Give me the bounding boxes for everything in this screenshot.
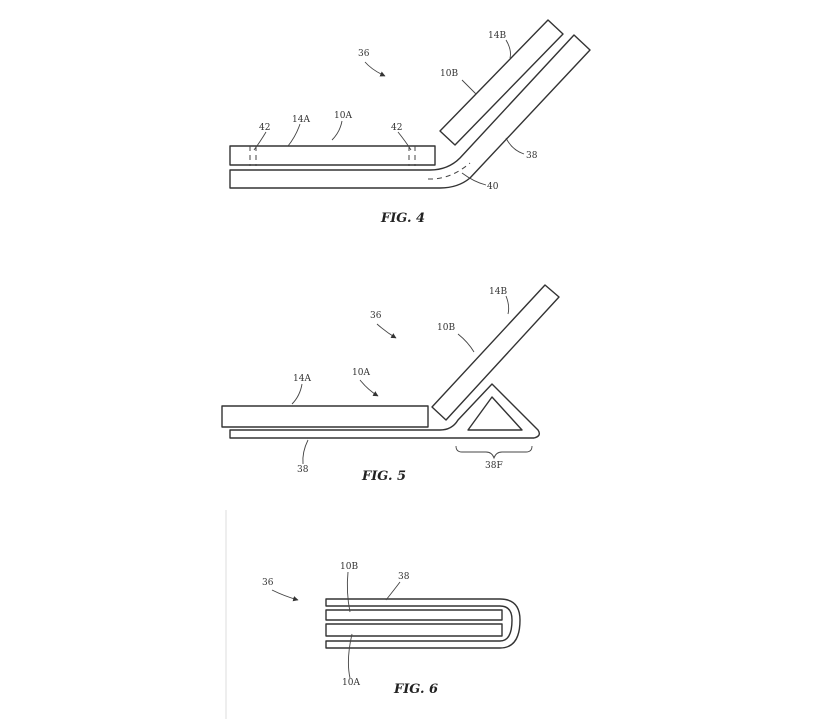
fig6-housing-10b [325, 609, 503, 621]
fig6-cover-38 [325, 598, 521, 649]
figure-5: 36 14B 10B 14A 10A 38 38F FIG. 5 [221, 284, 560, 484]
figure-4: 36 14B 10B 42 14A 10A 42 38 40 FIG. 4 [229, 19, 591, 226]
fig5-leader-display-b [505, 295, 510, 315]
fig4-label-magnet-left: 42 [259, 123, 270, 133]
fig5-label-display-a: 14A [293, 374, 311, 384]
fig5-fold-38f [467, 396, 523, 431]
fig4-leader-magnet-right [397, 131, 412, 151]
fig4-leader-housing-b [461, 79, 477, 95]
figure-6: 36 10B 38 10A FIG. 6 [225, 510, 521, 719]
fig6-caption: FIG. 6 [393, 682, 438, 697]
fig5-cover-38 [229, 383, 541, 439]
fig6-leader-device [271, 589, 299, 602]
fig5-label-display-b: 14B [489, 287, 507, 297]
fig4-housing-10b [439, 19, 564, 146]
fig6-leader-housing-a [347, 633, 353, 679]
fig4-label-housing-a: 10A [334, 111, 352, 121]
fig4-leader-cover [505, 137, 525, 155]
fig5-leader-housing-a [359, 379, 379, 397]
fig4-label-cover: 38 [526, 151, 538, 161]
fig4-leader-display-b [505, 39, 511, 59]
fig6-label-housing-b: 10B [340, 562, 358, 572]
fig6-leader-cover [385, 581, 401, 601]
fig5-leader-cover [302, 439, 309, 465]
fig4-leader-housing-a [331, 120, 343, 141]
fig4-hinge-40 [427, 162, 471, 180]
fig5-label-device: 36 [370, 311, 382, 321]
fig6-label-device: 36 [262, 578, 274, 588]
fig4-magnet-right [408, 146, 416, 166]
fig4-leader-magnet-left [253, 131, 267, 151]
fig4-cover-38 [229, 34, 591, 189]
fig5-label-fold: 38F [485, 461, 503, 471]
fig4-housing-10a [229, 145, 436, 166]
fig5-label-cover: 38 [297, 465, 309, 475]
fig4-label-hinge: 40 [487, 182, 499, 192]
fig5-caption: FIG. 5 [361, 469, 406, 484]
fig4-caption: FIG. 4 [380, 211, 425, 226]
fig5-leader-housing-b [457, 333, 475, 353]
fig4-label-display-b: 14B [488, 31, 506, 41]
fig5-leader-device [376, 323, 397, 339]
fig4-leader-display-a [287, 123, 301, 147]
fig5-label-housing-a: 10A [352, 368, 370, 378]
fig5-housing-10a [221, 405, 429, 428]
fig6-leader-housing-b [346, 571, 351, 613]
fig4-leader-device [364, 61, 386, 77]
fig5-housing-10b [431, 284, 560, 421]
fig4-leader-hinge [461, 172, 487, 186]
fig4-magnet-left [249, 146, 257, 166]
fig5-brace-38f [455, 445, 533, 460]
fig6-label-cover: 38 [398, 572, 410, 582]
fig6-housing-10a [325, 623, 503, 637]
fig5-leader-display-a [291, 383, 303, 405]
fig4-label-housing-b: 10B [440, 69, 458, 79]
fig4-label-device: 36 [358, 49, 370, 59]
fig6-label-housing-a: 10A [342, 678, 360, 688]
fig4-label-magnet-right: 42 [391, 123, 402, 133]
fig5-label-housing-b: 10B [437, 323, 455, 333]
fig4-label-display-a: 14A [292, 115, 310, 125]
